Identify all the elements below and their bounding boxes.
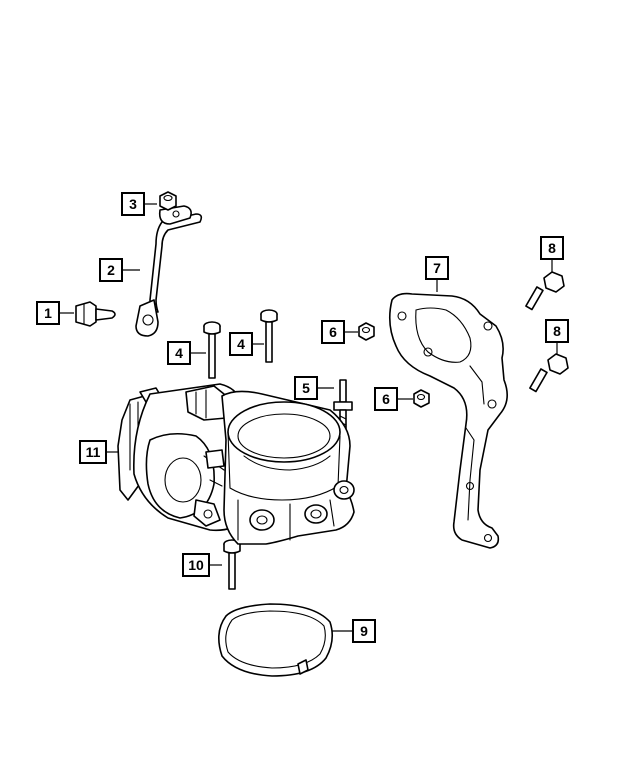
callout-6a[interactable]: 6 bbox=[321, 320, 345, 344]
part-1-bolt bbox=[75, 301, 116, 327]
callout-4b[interactable]: 4 bbox=[229, 332, 253, 356]
callout-2[interactable]: 2 bbox=[99, 258, 123, 282]
callout-6b[interactable]: 6 bbox=[374, 387, 398, 411]
callout-6b-label: 6 bbox=[382, 391, 390, 407]
callout-1-label: 1 bbox=[44, 305, 52, 321]
callout-6a-label: 6 bbox=[329, 324, 337, 340]
callout-9[interactable]: 9 bbox=[352, 619, 376, 643]
callout-11[interactable]: 11 bbox=[79, 440, 107, 464]
callout-2-label: 2 bbox=[107, 262, 115, 278]
callout-8b[interactable]: 8 bbox=[545, 319, 569, 343]
part-9-gasket bbox=[218, 603, 334, 677]
part-6-nut-lower bbox=[413, 389, 430, 408]
callout-4a-label: 4 bbox=[175, 345, 183, 361]
callout-3[interactable]: 3 bbox=[121, 192, 145, 216]
leader-lines bbox=[59, 203, 558, 632]
callout-7-label: 7 bbox=[433, 260, 441, 276]
callout-7[interactable]: 7 bbox=[425, 256, 449, 280]
callout-10-label: 10 bbox=[188, 557, 204, 573]
part-2-ground-strap bbox=[135, 205, 203, 337]
callout-4a[interactable]: 4 bbox=[167, 341, 191, 365]
callout-3-label: 3 bbox=[129, 196, 137, 212]
callout-9-label: 9 bbox=[360, 623, 368, 639]
part-3-nut bbox=[159, 191, 177, 211]
callout-1[interactable]: 1 bbox=[36, 301, 60, 325]
part-8-bolt-upper bbox=[525, 271, 565, 311]
part-4-screw-right bbox=[260, 309, 278, 363]
part-4-screw-left bbox=[203, 321, 221, 379]
part-7-bracket bbox=[388, 292, 508, 549]
callout-11-label: 11 bbox=[86, 444, 101, 460]
callout-5-label: 5 bbox=[302, 380, 310, 396]
callout-8a-label: 8 bbox=[548, 240, 556, 256]
part-11-throttle-body bbox=[117, 383, 355, 545]
part-6-nut-upper bbox=[358, 322, 375, 341]
callout-10[interactable]: 10 bbox=[182, 553, 210, 577]
callout-5[interactable]: 5 bbox=[294, 376, 318, 400]
part-10-screw bbox=[223, 539, 241, 590]
callout-4b-label: 4 bbox=[237, 336, 245, 352]
callout-8b-label: 8 bbox=[553, 323, 561, 339]
part-8-bolt-lower bbox=[529, 353, 569, 393]
callout-8a[interactable]: 8 bbox=[540, 236, 564, 260]
